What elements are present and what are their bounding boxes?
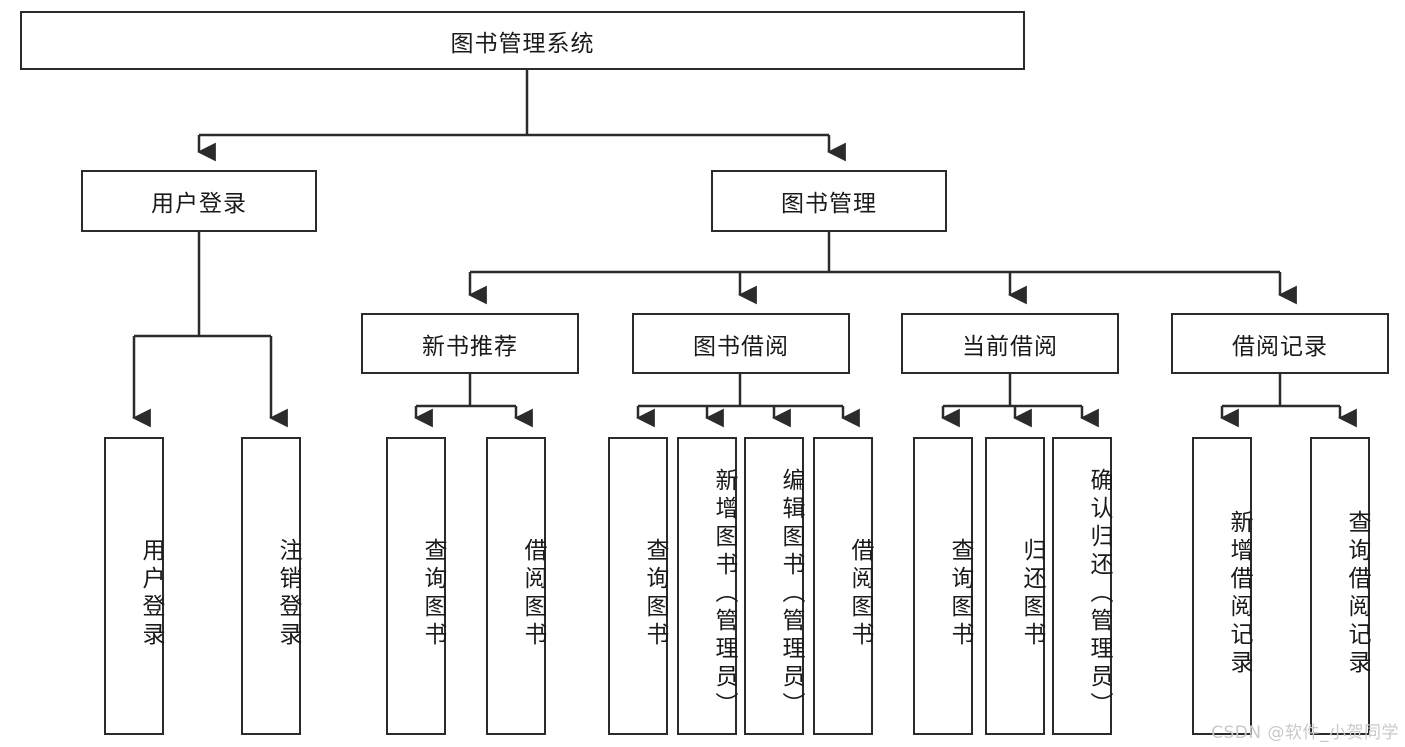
leaf-label: 新增借阅记录 xyxy=(1226,510,1252,678)
leaf-query-book-current[interactable]: 查询图书 xyxy=(913,437,973,735)
leaf-confirm-return-admin[interactable]: 确认归还（管理员） xyxy=(1052,437,1112,735)
leaf-edit-book-admin[interactable]: 编辑图书（管理员） xyxy=(744,437,804,735)
node-user-login-label: 用户登录 xyxy=(151,191,247,217)
node-book-borrow-label: 图书借阅 xyxy=(693,333,789,360)
leaf-query-borrow-record[interactable]: 查询借阅记录 xyxy=(1310,437,1370,735)
node-root[interactable]: 图书管理系统 xyxy=(20,11,1025,70)
leaf-query-book-borrow[interactable]: 查询图书 xyxy=(608,437,668,735)
node-current-borrow-label: 当前借阅 xyxy=(962,333,1058,360)
leaf-logout[interactable]: 注销登录 xyxy=(241,437,301,735)
leaf-label: 查询借阅记录 xyxy=(1344,510,1370,678)
node-book-management-label: 图书管理 xyxy=(781,191,877,217)
leaf-user-login[interactable]: 用户登录 xyxy=(104,437,164,735)
node-book-management[interactable]: 图书管理 xyxy=(711,170,947,232)
leaf-add-book-admin[interactable]: 新增图书（管理员） xyxy=(677,437,737,735)
node-current-borrow[interactable]: 当前借阅 xyxy=(901,313,1119,374)
leaf-label: 查询图书 xyxy=(420,538,446,650)
leaf-borrow-book-rec[interactable]: 借阅图书 xyxy=(486,437,546,735)
leaf-query-book-rec[interactable]: 查询图书 xyxy=(386,437,446,735)
node-user-login[interactable]: 用户登录 xyxy=(81,170,317,232)
leaf-return-book[interactable]: 归还图书 xyxy=(985,437,1045,735)
node-borrow-record[interactable]: 借阅记录 xyxy=(1171,313,1389,374)
leaf-add-borrow-record[interactable]: 新增借阅记录 xyxy=(1192,437,1252,735)
leaf-label: 注销登录 xyxy=(275,538,301,650)
node-book-borrow[interactable]: 图书借阅 xyxy=(632,313,850,374)
leaf-label: 用户登录 xyxy=(138,538,164,650)
node-new-book-recommend[interactable]: 新书推荐 xyxy=(361,313,579,374)
node-new-book-recommend-label: 新书推荐 xyxy=(422,333,518,360)
node-root-label: 图书管理系统 xyxy=(450,30,595,57)
watermark: CSDN @软件_小贺同学 xyxy=(1211,723,1399,743)
leaf-label: 借阅图书 xyxy=(847,538,873,650)
leaf-label: 查询图书 xyxy=(642,538,668,650)
leaf-label: 借阅图书 xyxy=(520,538,546,650)
leaf-label: 归还图书 xyxy=(1019,538,1045,650)
leaf-label: 新增图书（管理员） xyxy=(711,468,737,720)
leaf-label: 确认归还（管理员） xyxy=(1086,468,1112,720)
leaf-label: 查询图书 xyxy=(947,538,973,650)
node-borrow-record-label: 借阅记录 xyxy=(1232,333,1328,360)
leaf-borrow-book[interactable]: 借阅图书 xyxy=(813,437,873,735)
leaf-label: 编辑图书（管理员） xyxy=(778,468,804,720)
